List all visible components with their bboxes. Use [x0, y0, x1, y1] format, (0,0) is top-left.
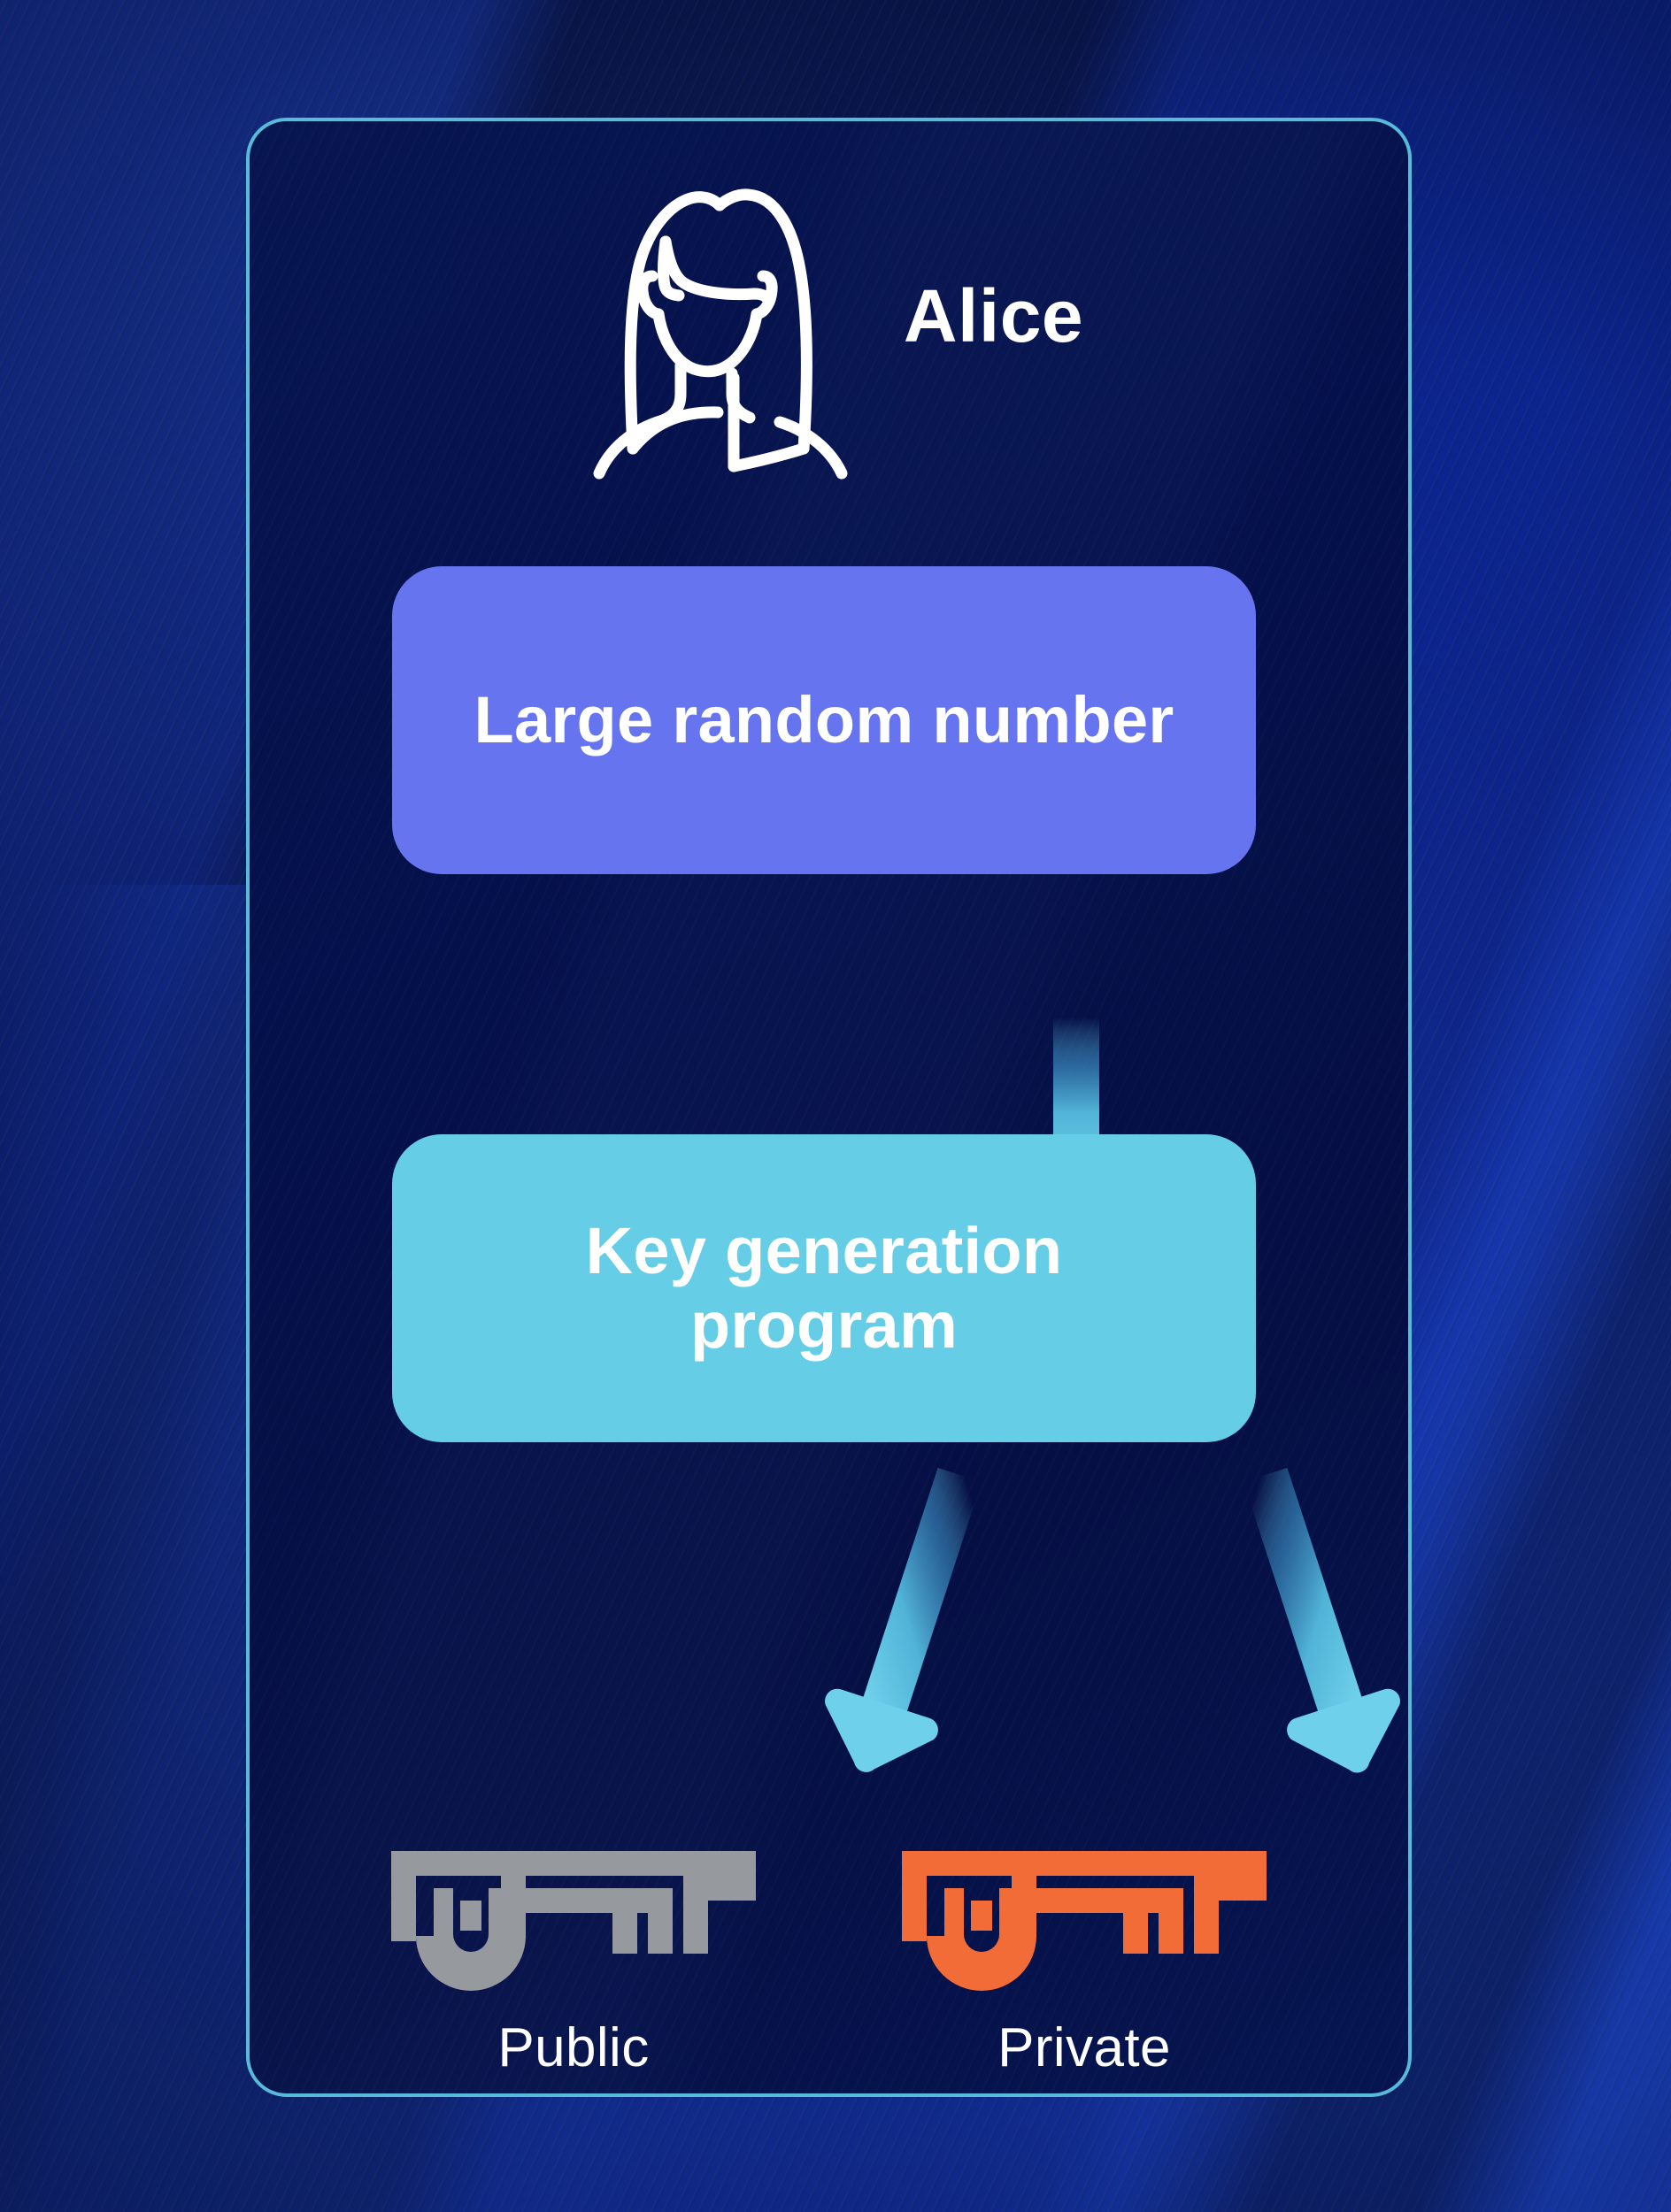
private-key-item[interactable]: Private — [898, 1851, 1270, 2076]
key-icon — [902, 1851, 1267, 1991]
key-label: Private — [997, 2017, 1171, 2078]
arrow-keygen-to-private-icon — [1243, 1467, 1400, 1773]
woman-avatar-icon — [593, 188, 848, 480]
public-key-item[interactable]: Public — [388, 1851, 759, 2076]
step-key-generation-program[interactable]: Key generation program — [392, 1134, 1256, 1442]
alice-panel: Alice Large random number Key genera — [246, 118, 1412, 2097]
step-large-random-number[interactable]: Large random number — [392, 566, 1256, 874]
key-results-row: Public — [250, 1851, 1408, 2076]
arrow-keygen-to-public-icon — [825, 1467, 982, 1772]
key-label: Public — [497, 2017, 650, 2078]
step-label: Large random number — [474, 682, 1174, 757]
step-label: Key generation program — [585, 1213, 1063, 1362]
person-name: Alice — [903, 274, 1084, 357]
panel-header: Alice — [250, 157, 1408, 484]
key-icon — [391, 1851, 756, 1991]
